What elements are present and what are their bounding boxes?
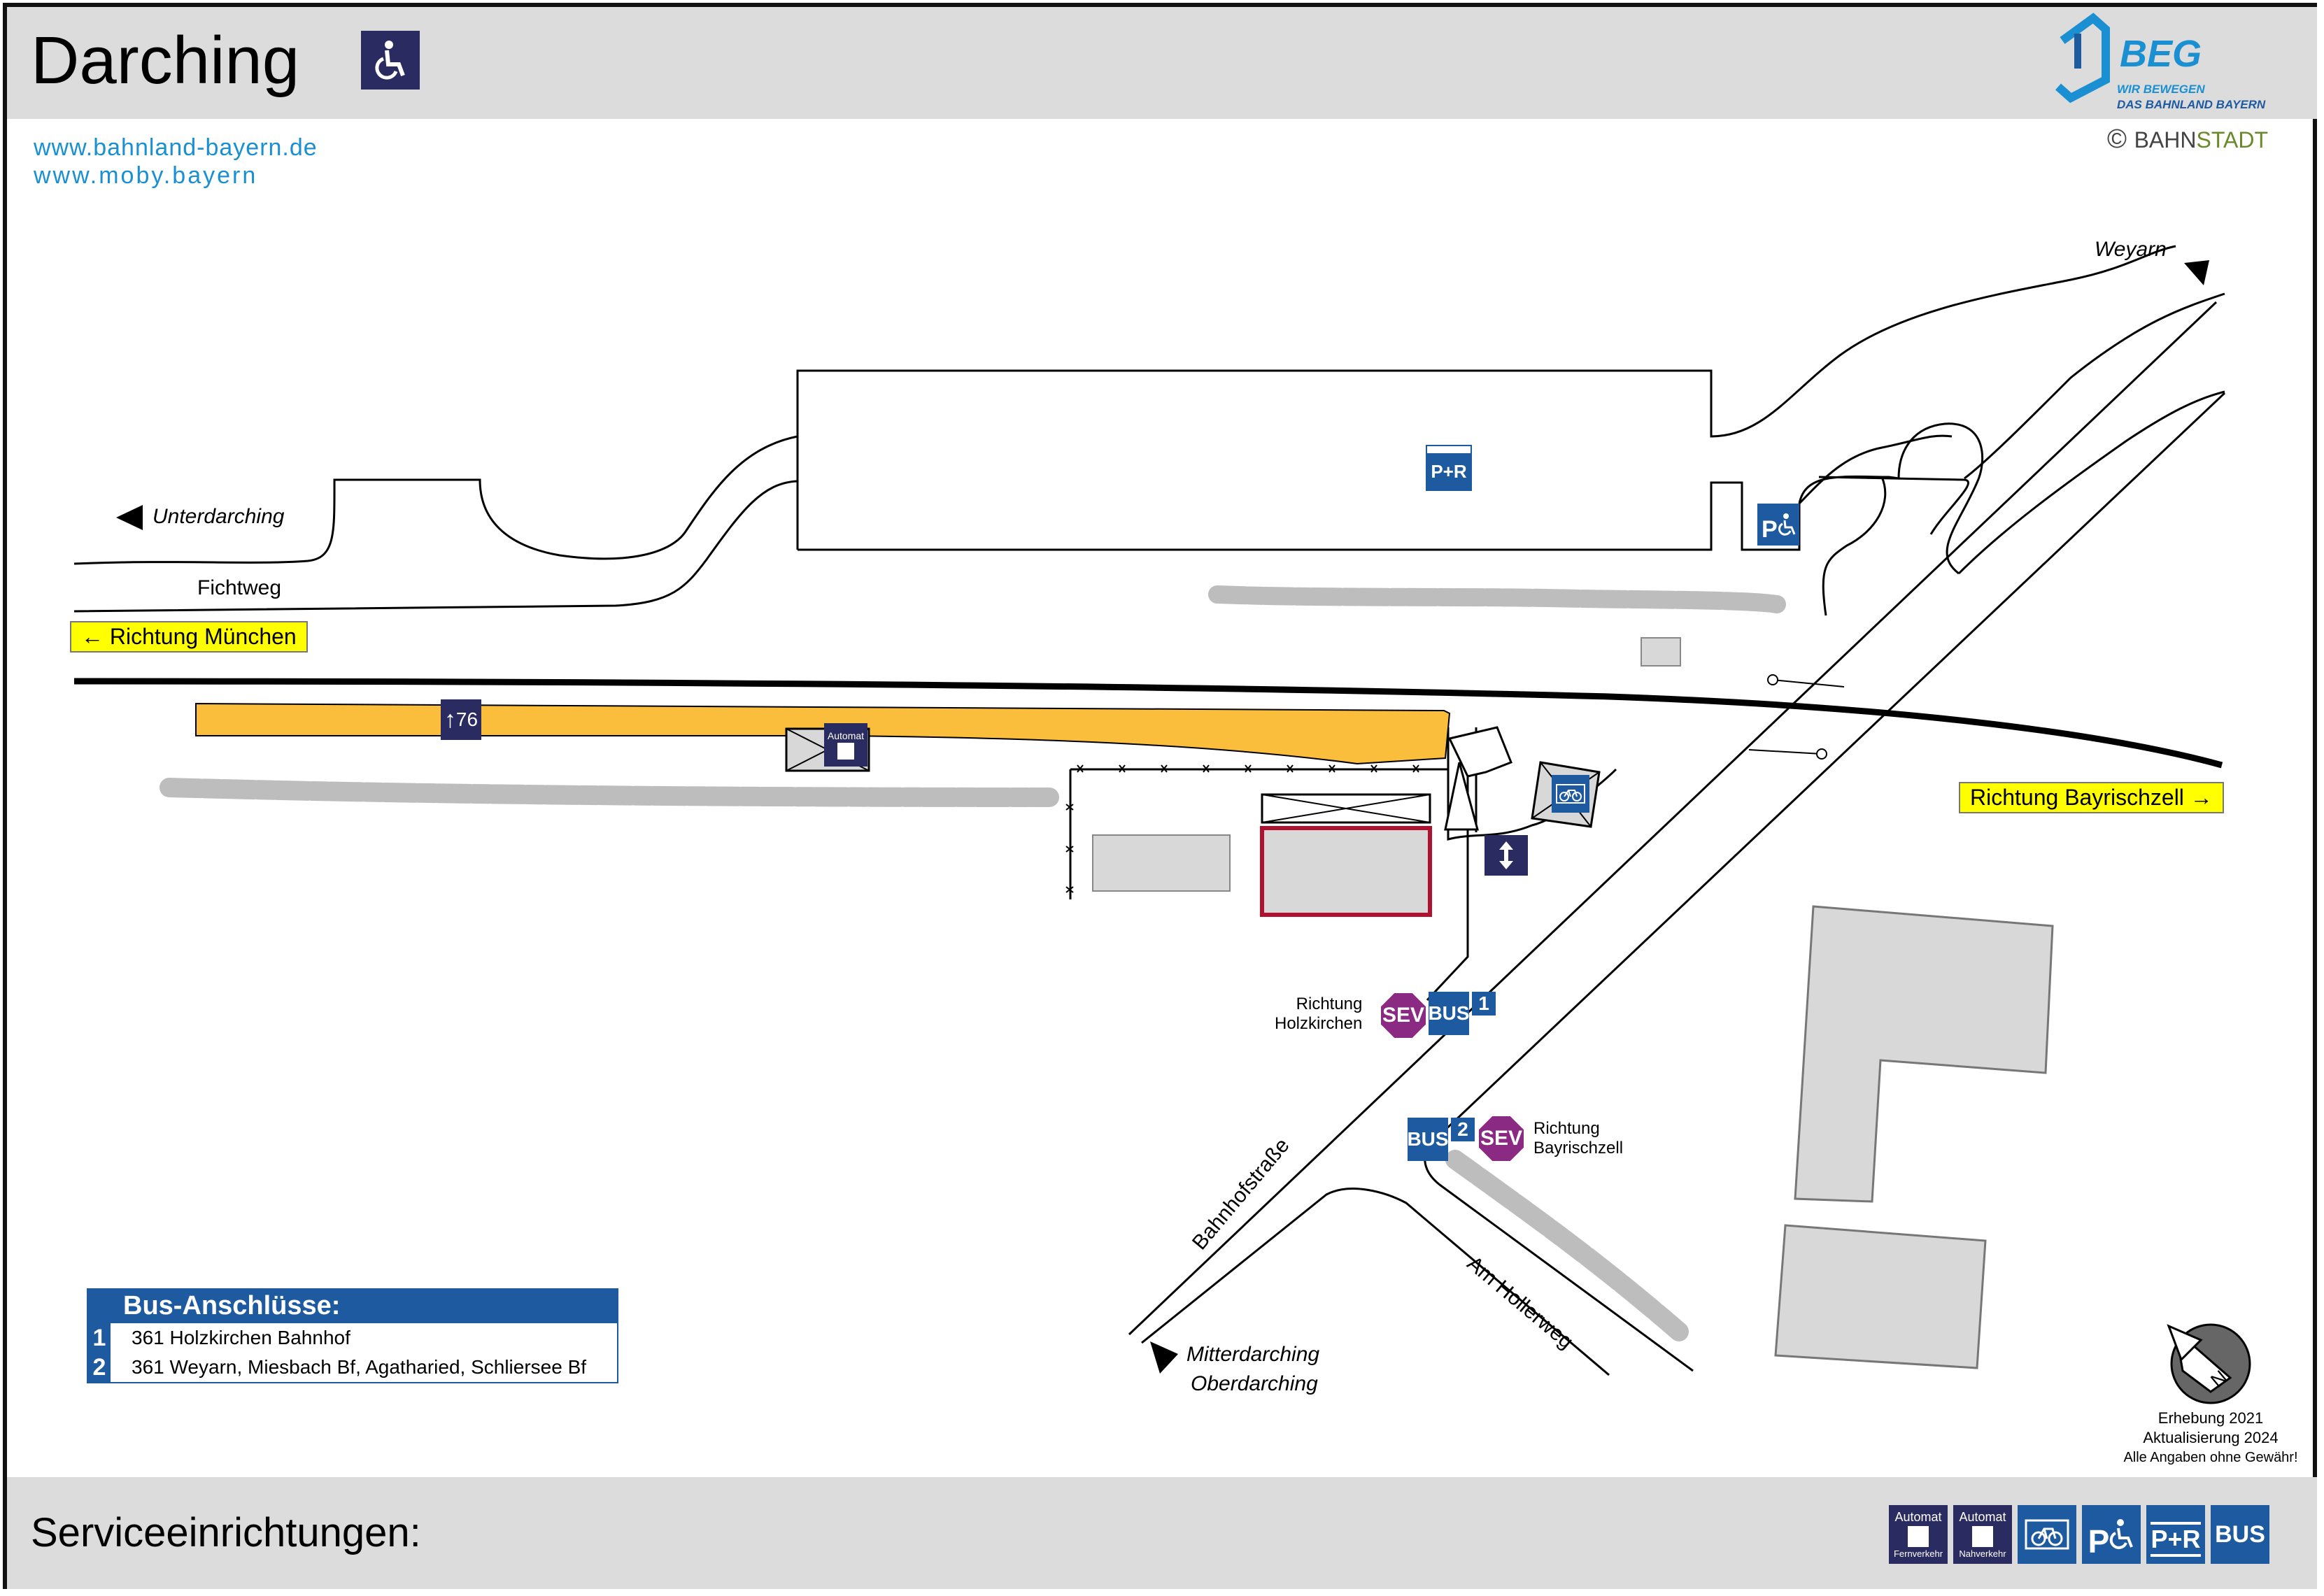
bus-stop-1-direction: Richtung Holzkirchen (1275, 995, 1362, 1034)
label-weyarn: Weyarn (2095, 238, 2167, 261)
footer-parking-label: P (2088, 1523, 2110, 1560)
sev-icon-2: SEV (1479, 1116, 1524, 1161)
automat-nahverkehr-icon: Automat Nahverkehr (1953, 1505, 2012, 1564)
copyright-symbol: © (2107, 124, 2127, 154)
building-l-shape (1794, 905, 2054, 1203)
bahnstadt-brand-1: BAHN (2134, 127, 2197, 152)
wheelchair-access-icon (361, 31, 420, 90)
bus-connection-text: 361 Holzkirchen Bahnhof (132, 1327, 350, 1348)
automat-fernverkehr-top: Automat (1894, 1510, 1942, 1524)
platform-ramp (1447, 726, 1512, 778)
level-crossing-barriers (1748, 674, 1845, 760)
disabled-parking-icon: P (2082, 1505, 2141, 1564)
direction-muenchen-label: Richtung München (109, 624, 297, 649)
bus-icon: BUS (2211, 1505, 2269, 1564)
outbuilding (1092, 834, 1231, 892)
link-bahnland-bayern[interactable]: www.bahnland-bayern.de (34, 134, 318, 161)
label-unterdarching: Unterdarching (153, 505, 285, 528)
bus-connection-row: 1 361 Holzkirchen Bahnhof (88, 1323, 617, 1353)
disabled-parking-icon: P (1757, 504, 1799, 546)
bus-stop-2-direction: Richtung Bayrischzell (1533, 1119, 1623, 1158)
bus-connections-rows: 1 361 Holzkirchen Bahnhof 2 361 Weyarn, … (87, 1323, 618, 1383)
direction-muenchen-sign: ← Richtung München (70, 621, 308, 653)
sev-icon-1: SEV (1381, 993, 1426, 1038)
arrow-left-icon: ← (81, 624, 104, 649)
bus-connections-table: Bus-Anschlüsse: 1 361 Holzkirchen Bahnho… (87, 1288, 618, 1383)
bus-stop-2-direction-line1: Richtung (1533, 1119, 1600, 1138)
bahnstadt-brand-2: STADT (2196, 127, 2268, 152)
automat-fernverkehr-bottom: Fernverkehr (1893, 1548, 1943, 1559)
direction-bayrischzell-sign: Richtung Bayrischzell → (1959, 782, 2224, 813)
parking-label: P (1762, 515, 1778, 543)
bus-stop-1-number: 1 (1472, 992, 1496, 1016)
bus-connection-number: 2 (88, 1353, 111, 1382)
service-icons: Automat Fernverkehr Automat Nahverkehr P… (1889, 1505, 2269, 1564)
park-and-ride-icon: P+R (1426, 445, 1472, 491)
hedge-hollerweg (1445, 1150, 1689, 1341)
fence (1065, 764, 1419, 893)
arrow-weyarn-icon (2184, 260, 2209, 285)
label-oberdarching: Oberdarching (1191, 1372, 1318, 1395)
station-title: Darching (31, 23, 300, 98)
bus-stop-2-direction-line2: Bayrischzell (1533, 1139, 1624, 1157)
survey-note: Erhebung 2021 Aktualisierung 2024 Alle A… (2106, 1409, 2316, 1467)
ticket-machine-label: Automat (827, 730, 865, 741)
beg-tagline-1: WIR BEWEGEN (2117, 83, 2205, 96)
platform-height-icon: ↑76 (441, 699, 481, 740)
direction-bayrischzell-label: Richtung Bayrischzell (1970, 785, 2184, 810)
arrow-mitterdarching-icon (1150, 1341, 1178, 1374)
park-and-ride-label: P+R (1431, 460, 1467, 482)
bus-connection-row: 2 361 Weyarn, Miesbach Bf, Agatharied, S… (88, 1353, 617, 1382)
footer-title: Serviceeinrichtungen: (31, 1510, 421, 1555)
bus-stop-1-direction-line1: Richtung (1296, 995, 1363, 1013)
footer-park-ride-label: P+R (2151, 1522, 2201, 1557)
bus-connection-number: 1 (88, 1323, 111, 1353)
link-moby-bayern[interactable]: www.moby.bayern (34, 162, 258, 189)
ticket-machine-icon: Automat (824, 723, 867, 767)
bus-stop-1-direction-line2: Holzkirchen (1275, 1014, 1363, 1033)
platform-height-value: 76 (455, 708, 479, 730)
beg-logo-text: BEG (2120, 33, 2202, 75)
compass-icon (2167, 1323, 2251, 1404)
survey-line-1: Erhebung 2021 (2158, 1409, 2264, 1427)
waiting-room (1260, 826, 1432, 917)
bike-parking-icon (1552, 775, 1589, 813)
label-mitterdarching: Mitterdarching (1186, 1343, 1320, 1366)
automat-nahverkehr-bottom: Nahverkehr (1959, 1548, 2006, 1559)
access-path-outline (1444, 762, 1479, 831)
bus-stop-2-icon: BUS (1407, 1118, 1449, 1161)
bus-connection-text: 361 Weyarn, Miesbach Bf, Agatharied, Sch… (132, 1356, 587, 1378)
bus-connections-heading: Bus-Anschlüsse: (87, 1288, 618, 1323)
railway-track (73, 678, 2223, 769)
label-fichtweg: Fichtweg (197, 576, 282, 599)
bus-stop-1-icon: BUS (1428, 992, 1470, 1035)
survey-line-3: Alle Angaben ohne Gewähr! (2123, 1450, 2298, 1465)
footer-bus-label: BUS (2215, 1520, 2265, 1548)
automat-fernverkehr-icon: Automat Fernverkehr (1889, 1505, 1948, 1564)
building-south (1774, 1224, 1987, 1369)
automat-nahverkehr-top: Automat (1959, 1510, 2006, 1524)
arrow-right-icon: → (2190, 785, 2213, 810)
bus-stop-2-number: 2 (1451, 1118, 1475, 1141)
stairs-updown-icon (1485, 835, 1528, 876)
arrow-unterdarching-icon (116, 505, 143, 530)
park-and-ride-icon: P+R (2146, 1505, 2205, 1564)
bike-parking-icon (2018, 1505, 2076, 1564)
survey-line-2: Aktualisierung 2024 (2143, 1429, 2279, 1446)
beg-logo: BEG WIR BEWEGEN DAS BAHNLAND BAYERN (2050, 13, 2288, 113)
utility-box (1641, 637, 1681, 667)
road-network (73, 245, 2226, 1376)
beg-tagline-2: DAS BAHNLAND BAYERN (2117, 98, 2266, 111)
hedge-south (160, 778, 1059, 807)
copyright-notice: © BAHNSTADT (2107, 124, 2268, 155)
hedge-north (1208, 585, 1786, 613)
up-arrow-icon: ↑ (444, 706, 456, 733)
